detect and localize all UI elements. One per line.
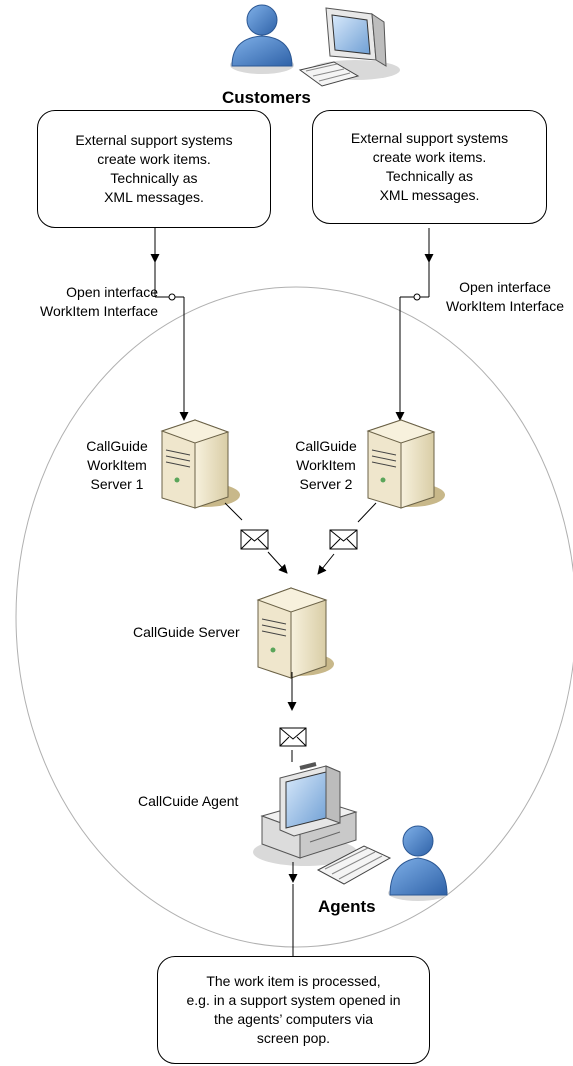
message-envelope-icon <box>279 727 307 747</box>
agent-user-icon <box>388 825 448 901</box>
result-box: The work item is processed, e.g. in a su… <box>157 956 430 1064</box>
message-envelope-icon <box>240 529 269 550</box>
customers-label: Customers <box>222 88 311 107</box>
external-system-box-right: External support systems create work ite… <box>312 110 547 224</box>
callguide-server-icon <box>256 587 334 679</box>
message-envelope-icon <box>329 529 358 550</box>
open-interface-label-right: Open interface WorkItem Interface <box>445 279 564 314</box>
left-interface-connector <box>150 228 189 421</box>
server1-to-main-connector <box>224 502 288 574</box>
workitem-server-1-label: CallGuide WorkItem Server 1 <box>86 438 148 492</box>
workitem-server-2-server-icon <box>366 419 445 509</box>
callguide-server-label: CallGuide Server <box>133 624 240 640</box>
agents-label: Agents <box>318 897 376 916</box>
workitem-server-1-server-icon <box>160 419 240 509</box>
customer-user-icon <box>230 4 294 74</box>
agent-computer-icon <box>253 762 392 885</box>
system-boundary <box>15 286 573 948</box>
server2-to-main-connector <box>317 502 377 575</box>
right-interface-connector <box>395 228 434 421</box>
external-system-box-left: External support systems create work ite… <box>37 110 271 228</box>
open-interface-label-left: Open interface WorkItem Interface <box>39 284 158 319</box>
callguide-agent-label: CallCuide Agent <box>138 793 239 809</box>
workitem-server-2-label: CallGuide WorkItem Server 2 <box>295 438 357 492</box>
customer-computer-icon <box>298 7 400 87</box>
